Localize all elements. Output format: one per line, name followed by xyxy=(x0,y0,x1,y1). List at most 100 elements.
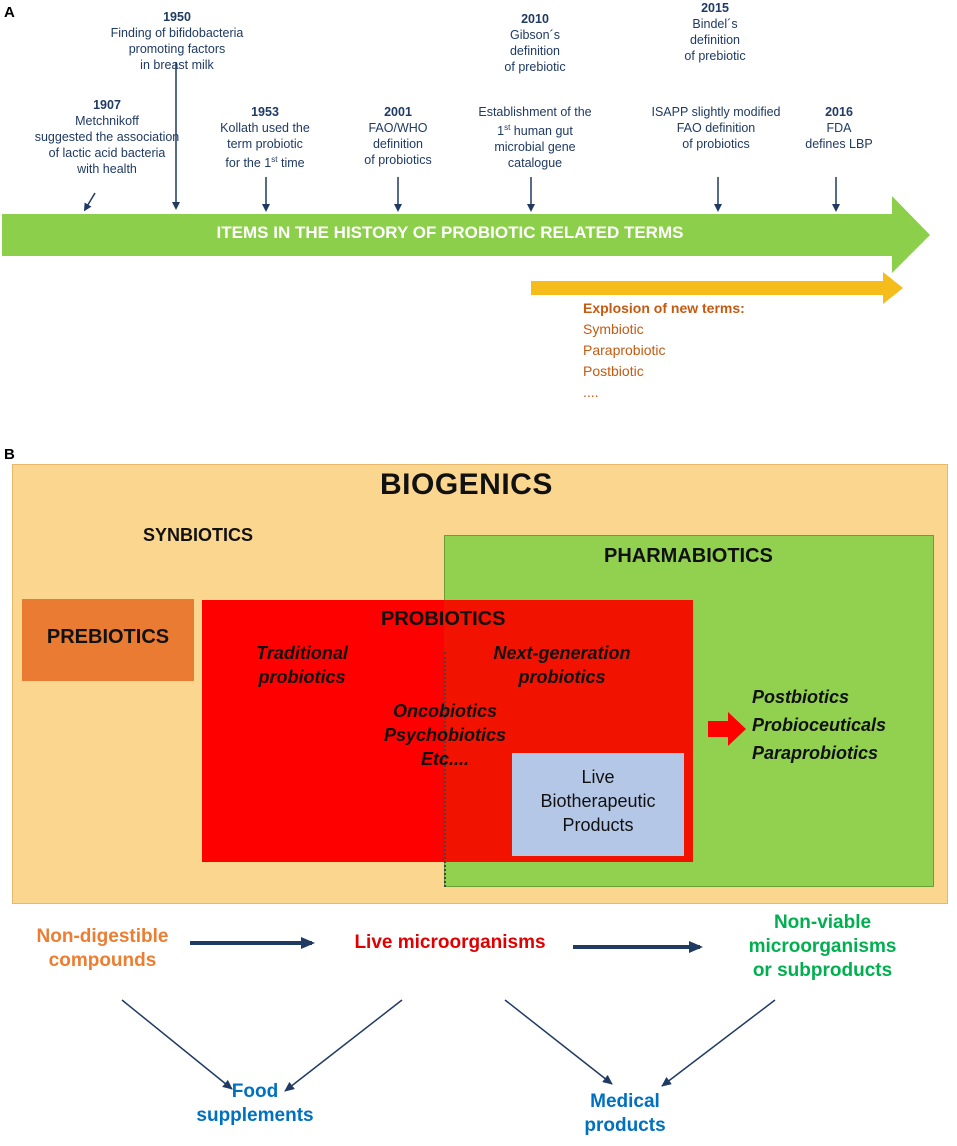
event-line: term probiotic xyxy=(227,137,303,151)
event-line: of prebiotic xyxy=(504,60,566,74)
event-year: 2016 xyxy=(825,105,853,119)
biogenics-title: BIOGENICS xyxy=(380,468,553,501)
event-year: 1950 xyxy=(163,10,191,24)
arrow-live-to-medical xyxy=(504,999,613,1085)
explosion-item: Postbiotic xyxy=(583,363,644,379)
label-line: Paraprobiotics xyxy=(752,743,879,763)
traditional-probiotics: Traditional probiotics xyxy=(232,641,372,689)
event-line: definition xyxy=(509,44,561,58)
event-line: with health xyxy=(77,162,137,176)
event-year: 2001 xyxy=(384,105,412,119)
event-line: promoting factors xyxy=(128,42,226,56)
lbp-box: Live Biotherapeutic Products xyxy=(512,753,684,856)
event-line: defines LBP xyxy=(805,137,873,151)
arrow-live-to-food xyxy=(284,999,403,1092)
label-line: Biotherapeutic xyxy=(540,791,656,811)
arrow-nondig-to-food xyxy=(121,999,233,1090)
postbiotics-group: Postbiotics Probioceuticals Paraprobioti… xyxy=(752,683,912,767)
explosion-item: Symbiotic xyxy=(583,321,644,337)
event-year: 2015 xyxy=(701,1,729,15)
food-supplements: Food supplements xyxy=(185,1080,325,1128)
event-line: ISAPP slightly modified xyxy=(651,105,781,119)
event-line: of prebiotic xyxy=(684,49,746,63)
label-line: Medical xyxy=(590,1091,660,1112)
divider-line xyxy=(444,652,446,887)
flow-arrows xyxy=(121,937,776,1092)
label-line: or subproducts xyxy=(752,960,893,981)
event-line: suggested the association xyxy=(34,130,180,144)
label-line: Traditional xyxy=(256,643,348,663)
event-line: FAO/WHO xyxy=(368,121,428,135)
label-line: Etc.... xyxy=(420,749,469,769)
panel-label-a: A xyxy=(4,4,15,21)
event-year: 1953 xyxy=(251,105,279,119)
event-line: Bindel´s xyxy=(692,17,738,31)
event-1907: 1907 Metchnikoff suggested the associati… xyxy=(32,97,182,177)
label-line: Products xyxy=(562,815,634,835)
timeline-arrow xyxy=(2,196,930,273)
label-line: probiotics xyxy=(258,667,346,687)
event-line: microbial gene xyxy=(494,140,576,155)
probiotics-label: PROBIOTICS xyxy=(381,608,506,630)
live-microorganisms: Live microorganisms xyxy=(354,932,546,953)
event-year: 1907 xyxy=(93,98,121,112)
next-generation-probiotics: Next-generation probiotics xyxy=(462,641,662,689)
pharmabiotics-label: PHARMABIOTICS xyxy=(604,545,773,567)
event-line: Establishment of the xyxy=(478,105,592,119)
oncobiotics-group: Oncobiotics Psychobiotics Etc.... xyxy=(360,699,530,771)
synbiotics-label: SYNBIOTICS xyxy=(143,525,254,545)
event-line: 1st human gut xyxy=(497,123,573,139)
event-line: for the 1st time xyxy=(225,155,305,171)
label-line: supplements xyxy=(196,1105,314,1126)
timeline-graphics xyxy=(2,62,930,304)
event-gene-catalogue: Establishment of the 1st human gut micro… xyxy=(460,104,610,171)
event-line: of lactic acid bacteria xyxy=(48,146,166,160)
label-line: Non-digestible xyxy=(36,926,169,947)
label-line: Non-viable xyxy=(773,912,872,933)
explosion-title: Explosion of new terms: xyxy=(583,300,745,316)
prebiotics-box xyxy=(22,599,194,681)
event-line: Finding of bifidobacteria xyxy=(110,26,244,40)
explosion-item: Paraprobiotic xyxy=(583,342,666,358)
label-line: Oncobiotics xyxy=(392,701,497,721)
event-line: FDA xyxy=(826,121,852,135)
label-line: microorganisms xyxy=(748,936,897,957)
label-line: Psychobiotics xyxy=(383,725,507,745)
explosion-item: .... xyxy=(583,384,599,400)
event-line: of probiotics xyxy=(364,153,432,167)
label-line: Food xyxy=(231,1081,279,1102)
event-line: Gibson´s xyxy=(509,28,561,42)
label-line: compounds xyxy=(48,950,157,971)
label-line: Next-generation xyxy=(493,643,631,663)
event-line: Kollath used the xyxy=(220,121,310,135)
label-line: Live xyxy=(581,767,615,787)
event-line: in breast milk xyxy=(140,58,214,72)
event-2016: 2016 FDA defines LBP xyxy=(794,104,884,152)
panel-label-b: B xyxy=(4,446,15,463)
label-line: Probioceuticals xyxy=(752,715,887,735)
red-arrow-icon xyxy=(708,712,746,746)
event-line: of probiotics xyxy=(682,137,750,151)
non-viable-microorganisms: Non-viable microorganisms or subproducts xyxy=(715,911,930,983)
event-line: definition xyxy=(689,33,741,47)
arrow-nonviable-to-medical xyxy=(661,999,776,1087)
prebiotics-label: PREBIOTICS xyxy=(46,626,170,648)
explosion-box: Explosion of new terms: Symbiotic Parapr… xyxy=(583,298,745,403)
event-1953: 1953 Kollath used the term probiotic for… xyxy=(205,104,325,171)
event-line: FAO definition xyxy=(676,121,756,135)
event-1950: 1950 Finding of bifidobacteria promoting… xyxy=(92,9,262,73)
non-digestible-compounds: Non-digestible compounds xyxy=(20,925,185,973)
pointer-1907 xyxy=(83,192,96,212)
label-line: probiotics xyxy=(518,667,606,687)
event-isapp: ISAPP slightly modified FAO definition o… xyxy=(636,104,796,152)
event-2015: 2015 Bindel´s definition of prebiotic xyxy=(670,0,760,64)
timeline-banner: ITEMS IN THE HISTORY OF PROBIOTIC RELATE… xyxy=(216,223,684,242)
event-2001: 2001 FAO/WHO definition of probiotics xyxy=(348,104,448,168)
event-2010: 2010 Gibson´s definition of prebiotic xyxy=(490,11,580,75)
event-year: 2010 xyxy=(521,12,549,26)
event-line: Metchnikoff xyxy=(75,114,139,128)
event-line: catalogue xyxy=(507,156,563,171)
label-line: products xyxy=(584,1115,666,1136)
label-line: Postbiotics xyxy=(752,687,850,707)
explosion-arrow xyxy=(531,272,903,304)
